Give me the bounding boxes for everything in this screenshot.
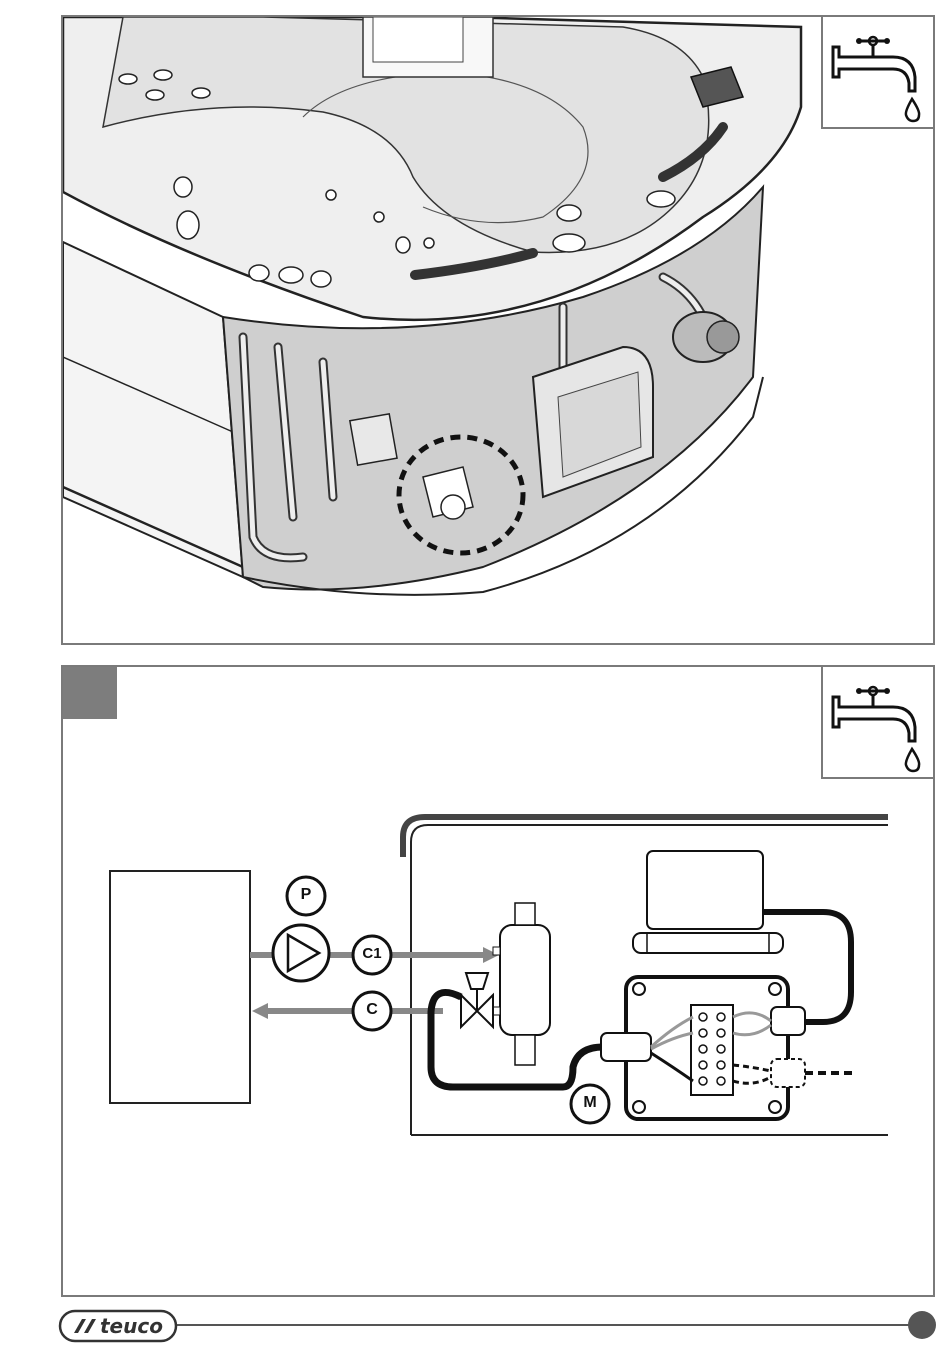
tap-icon-box — [821, 665, 935, 779]
page-number-dot — [908, 1311, 936, 1339]
figure-2-panel: P C1 C M — [61, 665, 935, 1297]
wiring-schematic — [63, 667, 933, 1295]
circuit-c-label: C — [359, 1001, 385, 1019]
tap-icon-box — [821, 15, 935, 129]
page-footer: teuco — [0, 1305, 950, 1353]
bathtub-illustration — [63, 17, 933, 643]
brand-name: teuco — [100, 1314, 163, 1338]
external-unit-box — [110, 871, 250, 1103]
pump-label: P — [293, 886, 319, 904]
figure-1-panel — [61, 15, 935, 645]
water-tap-icon — [823, 667, 937, 781]
water-tap-icon — [823, 17, 937, 131]
circuit-c1-label: C1 — [355, 945, 389, 962]
module-label: M — [577, 1094, 603, 1112]
